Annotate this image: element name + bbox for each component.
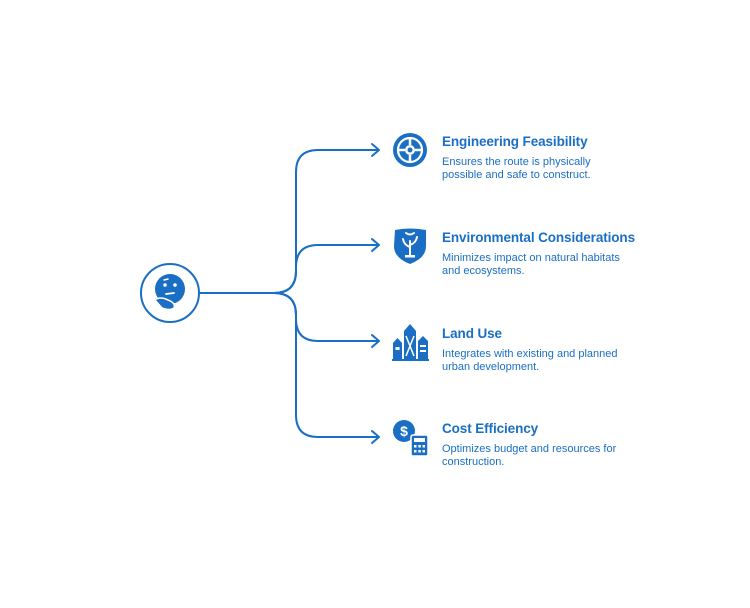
- item-title: Land Use: [442, 326, 502, 341]
- connector-land-use: [199, 292, 379, 342]
- shield-plant-icon: [394, 228, 426, 264]
- connector-environmental: [199, 244, 379, 294]
- svg-text:$: $: [400, 423, 408, 439]
- steering-wheel-icon: [393, 133, 427, 167]
- item-land-use: Land Use Integrates with existing and pl…: [442, 326, 742, 373]
- item-description: Integrates with existing and planned urb…: [442, 348, 618, 373]
- item-environmental-considerations: Environmental Considerations Minimizes i…: [442, 230, 742, 277]
- item-description: Minimizes impact on natural habitats and…: [442, 252, 620, 277]
- arrowhead-cost: [371, 430, 380, 444]
- connector-engineering: [199, 149, 379, 294]
- buildings-icon: [392, 324, 429, 361]
- item-cost-efficiency: Cost Efficiency Optimizes budget and res…: [442, 421, 742, 468]
- item-title: Engineering Feasibility: [442, 134, 588, 149]
- dollar-calculator-icon: $: [393, 420, 429, 457]
- item-title: Environmental Considerations: [442, 230, 635, 245]
- item-engineering-feasibility: Engineering Feasibility Ensures the rout…: [442, 134, 742, 181]
- arrowhead-engineering: [371, 143, 380, 157]
- arrowhead-environmental: [371, 238, 380, 252]
- connector-cost: [199, 292, 379, 438]
- arrowhead-land-use: [371, 334, 380, 348]
- item-title: Cost Efficiency: [442, 421, 539, 436]
- item-description: Optimizes budget and resources for const…: [442, 443, 617, 468]
- item-description: Ensures the route is physically possible…: [442, 156, 591, 181]
- thinking-face-icon: [153, 274, 185, 311]
- center-node: [140, 263, 200, 323]
